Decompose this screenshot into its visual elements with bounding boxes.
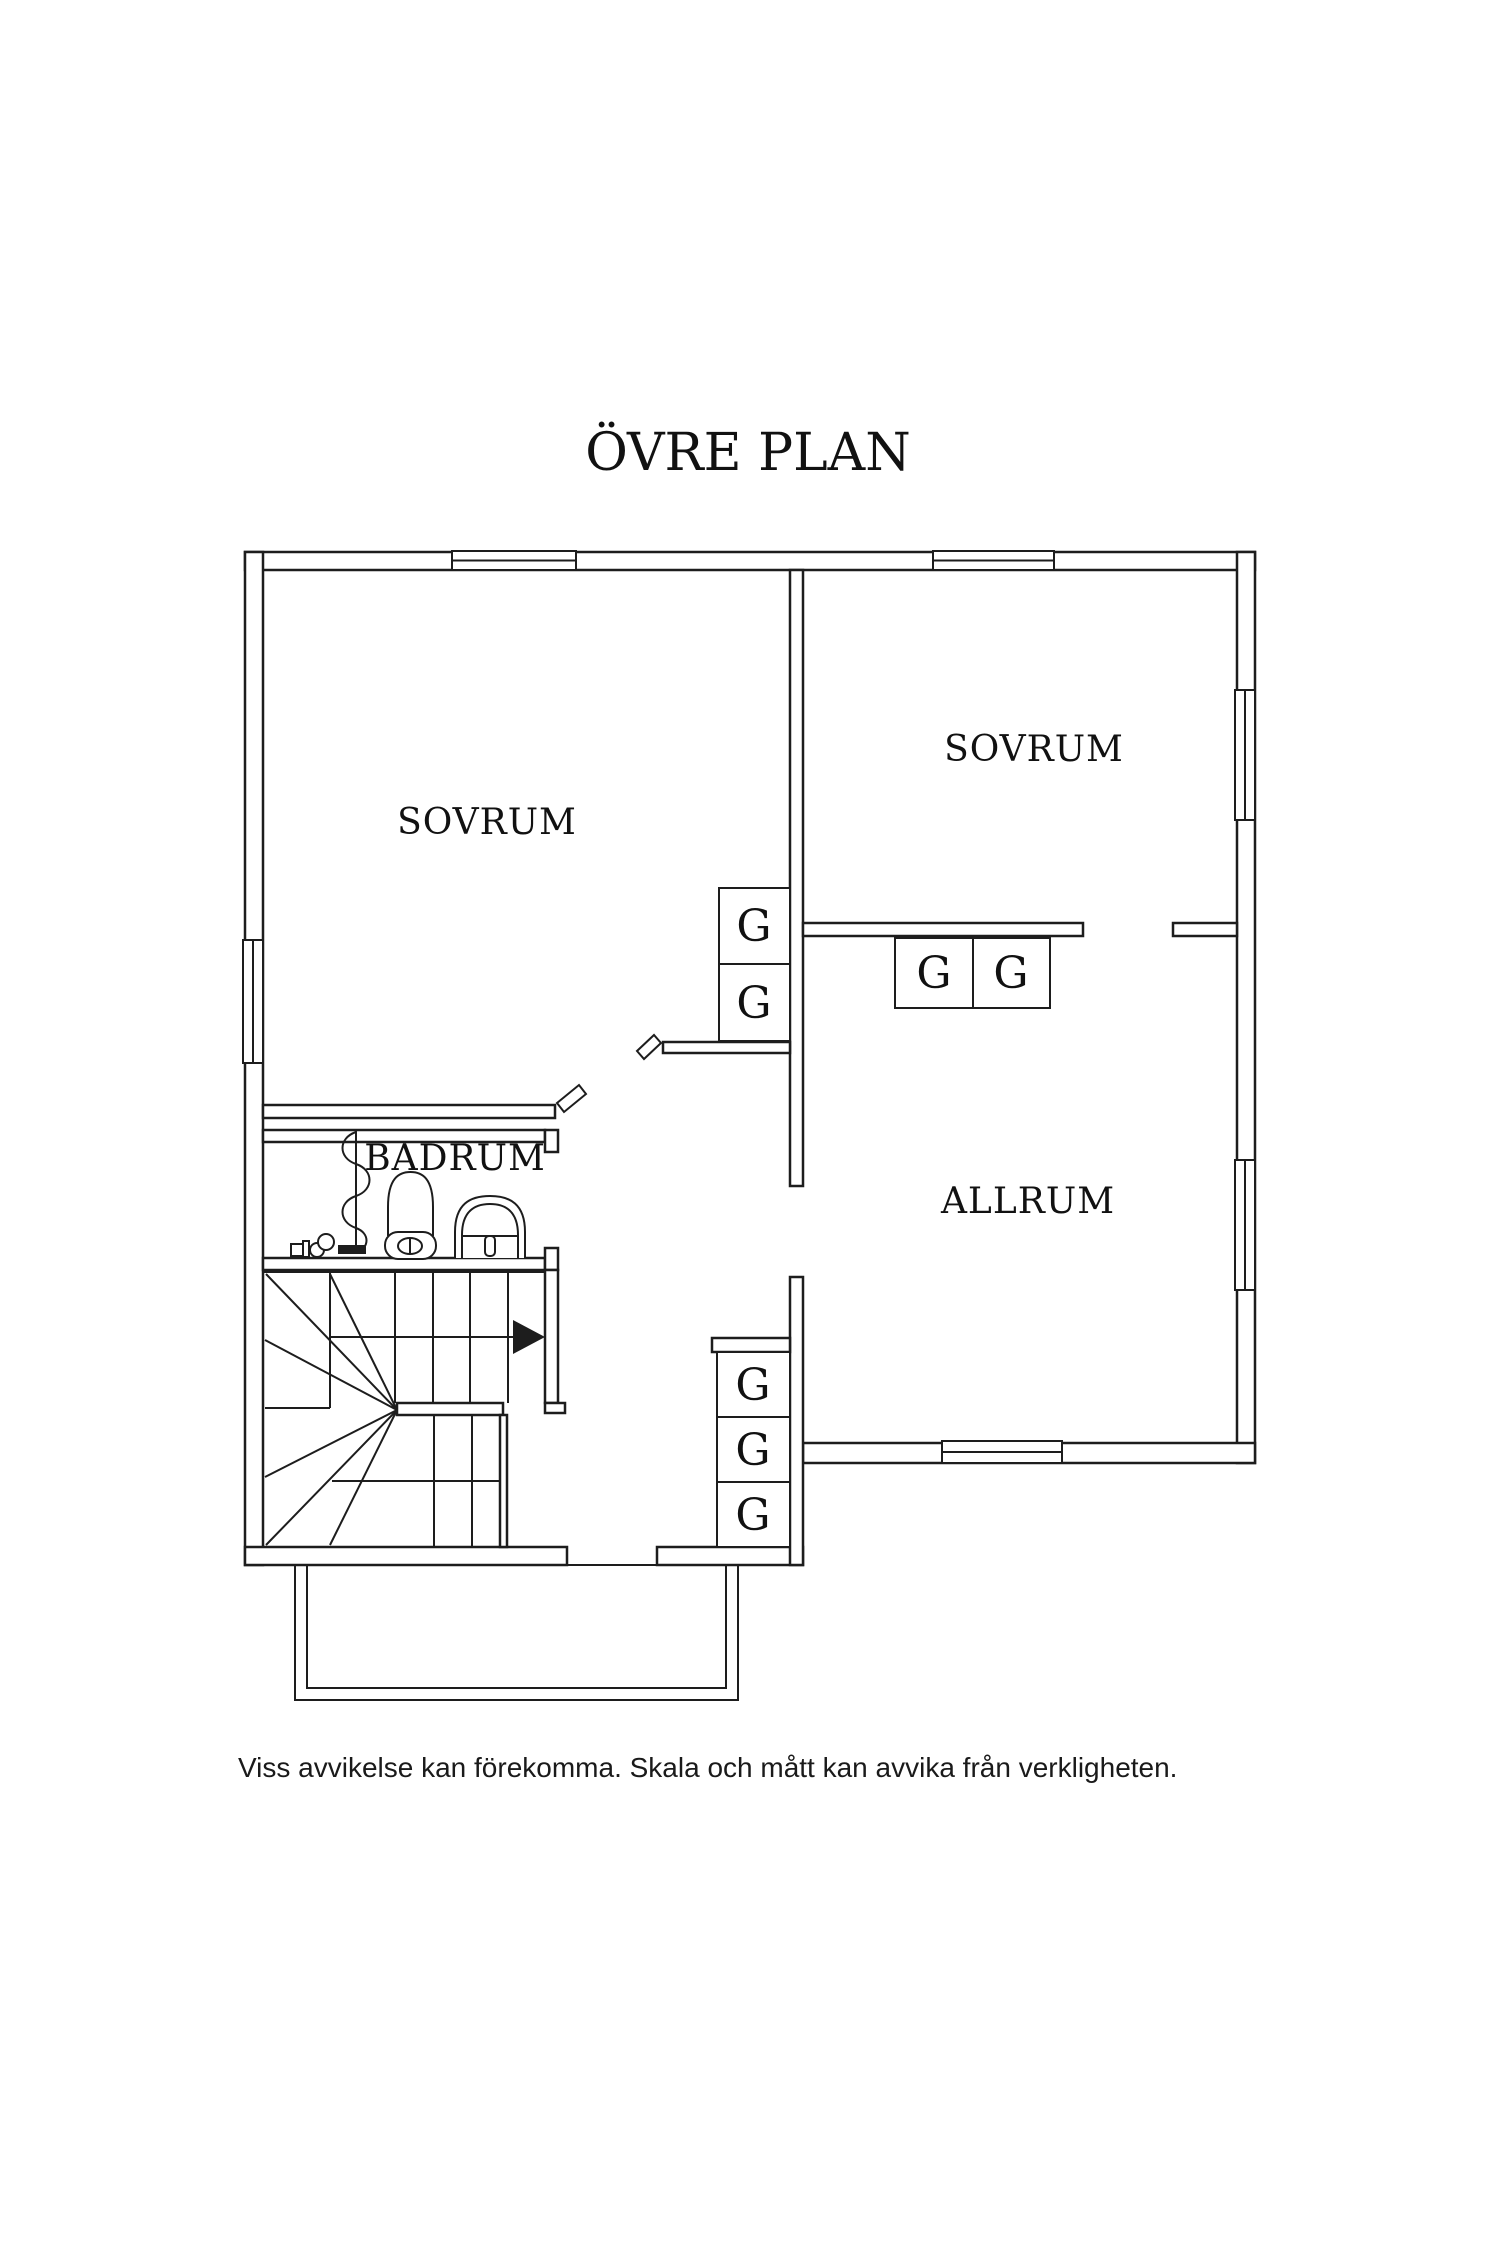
door-leaf [635, 1033, 663, 1061]
closet-label: G [993, 948, 1028, 999]
balcony-inner-edge [306, 1565, 727, 1689]
toilet-icon [384, 1170, 437, 1260]
page-title: ÖVRE PLAN [585, 422, 910, 483]
room-label-badrum: BADRUM [364, 1138, 546, 1179]
stair-rail-right [498, 1413, 509, 1549]
window-right-upper [1234, 689, 1256, 821]
stair-rail-mid [395, 1401, 505, 1417]
faucet-icon [290, 1233, 335, 1258]
wall-sovrum1-bottom [261, 1103, 557, 1120]
bathroom-fixtures [290, 1130, 526, 1260]
closet-label: G [736, 978, 771, 1029]
wall-badrum-jamb-top [543, 1128, 560, 1154]
closet-box [972, 937, 1051, 1009]
closet-label: G [735, 1360, 770, 1411]
closet-box [716, 1481, 791, 1548]
wall-top [243, 550, 1257, 572]
window-top-right [932, 550, 1055, 571]
room-label-sovrum-2: SOVRUM [944, 729, 1124, 770]
doors [555, 1033, 663, 1114]
windows [242, 550, 1256, 1464]
stairs-direction-arrow [513, 1320, 545, 1354]
closet-label: G [735, 1425, 770, 1476]
closet-label: G [736, 901, 771, 952]
window-bottom-allrum [941, 1440, 1063, 1464]
room-labels: SOVRUM SOVRUM BADRUM ALLRUM [364, 729, 1124, 1222]
closet-box [716, 1351, 791, 1418]
wall-sovrum2-bottom-b [1171, 921, 1239, 938]
closet-label: G [916, 948, 951, 999]
closets: G G G G G G G [716, 887, 1051, 1548]
wall-bottom-stairs [243, 1545, 569, 1567]
wall-sovrum2-bottom-a [801, 921, 1085, 938]
staircase [263, 1271, 545, 1547]
balcony [294, 1565, 739, 1701]
wall-divider-lower [788, 1275, 805, 1567]
window-right-lower [1234, 1159, 1256, 1291]
wall-right [1235, 550, 1257, 1465]
closet-box [718, 963, 791, 1042]
curtain-handle [338, 1245, 366, 1254]
disclaimer-text: Viss avvikelse kan förekomma. Skala och … [238, 1752, 1177, 1783]
wall-closet-lip [710, 1336, 792, 1354]
wall-bottom-mid [655, 1545, 805, 1567]
stair-winders [264, 1273, 398, 1546]
window-top-left [451, 550, 577, 571]
wall-badrum-jamb-bottom [543, 1246, 560, 1272]
sink-icon [454, 1194, 526, 1258]
room-label-allrum: ALLRUM [940, 1181, 1115, 1222]
window-left [242, 939, 264, 1064]
wall-stairwell-stub [543, 1401, 567, 1415]
wall-divider-upper [788, 568, 805, 1188]
wall-stairwell-right [543, 1268, 560, 1405]
closet-box [718, 887, 791, 965]
wall-closet-back [661, 1040, 792, 1055]
door-leaf [555, 1083, 588, 1114]
room-label-sovrum-1: SOVRUM [397, 802, 577, 843]
closet-label: G [735, 1490, 770, 1541]
shower-curtain-icon [338, 1130, 371, 1254]
balcony-outer-edge [294, 1565, 739, 1701]
